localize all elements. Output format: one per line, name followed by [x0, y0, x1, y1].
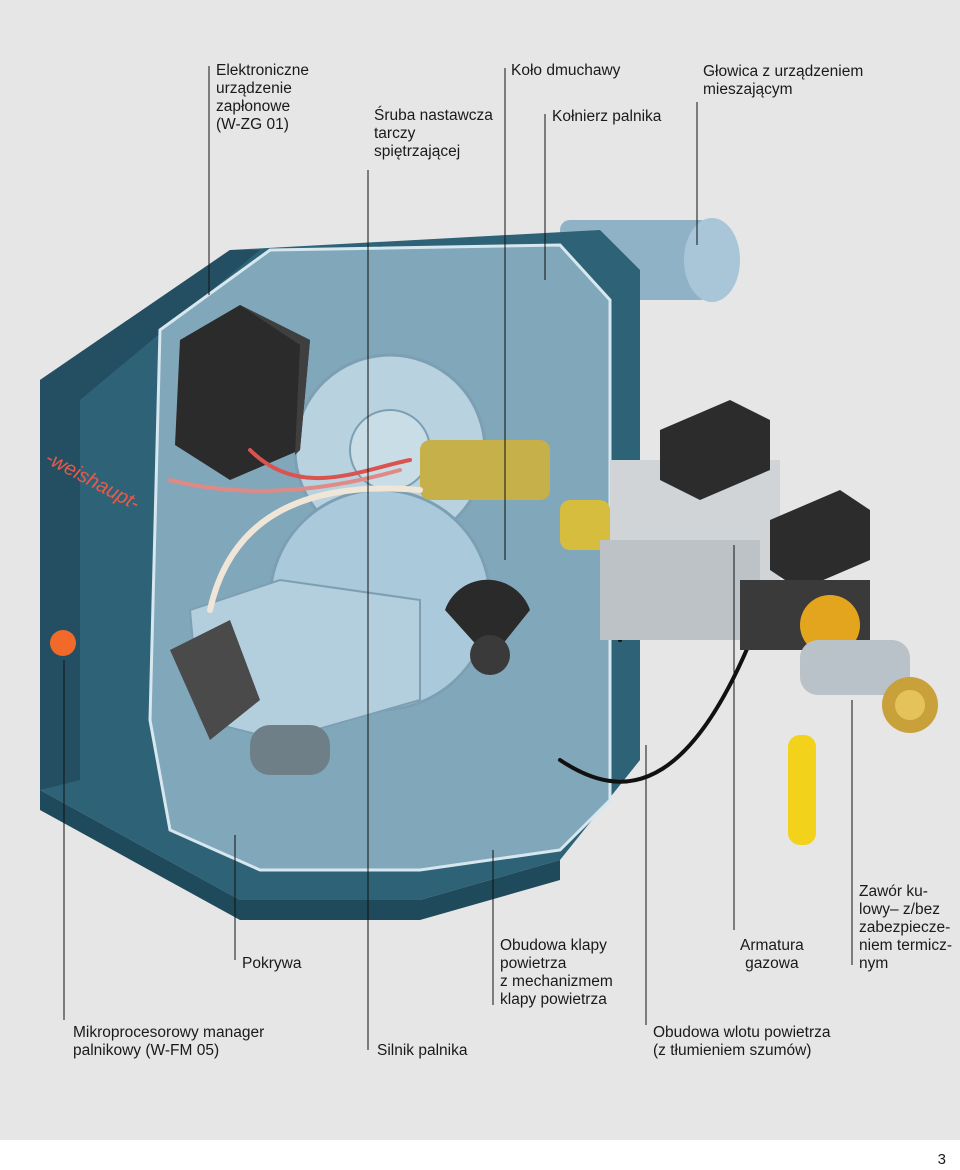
- label-manager: Mikroprocesorowy manager palnikowy (W-FM…: [73, 1024, 265, 1059]
- label-adjusting-screw: Śruba nastawcza tarczy spiętrzającej: [374, 107, 493, 160]
- label-burner-flange: Kołnierz palnika: [552, 108, 662, 125]
- label-motor: Silnik palnika: [377, 1042, 468, 1059]
- label-mixing-head: Głowica z urządzeniem mieszającym: [703, 63, 864, 98]
- label-air-damper-housing: Obudowa klapy powietrza z mechanizmem kl…: [500, 937, 613, 1008]
- label-ball-valve: Zawór ku- lowy– z/bez zabezpiecze- niem …: [859, 883, 953, 972]
- ignition-unit: [175, 305, 310, 480]
- burner-illustration: -weishaupt-: [40, 66, 938, 1050]
- ball-valve: [788, 640, 938, 845]
- leader-lines: [63, 66, 853, 1050]
- indicator-lamp: [50, 630, 76, 656]
- air-damper: [445, 579, 530, 675]
- label-air-inlet-housing: Obudowa wlotu powietrza (z tłumieniem sz…: [653, 1024, 831, 1059]
- burner-motor: [170, 578, 421, 775]
- page-number: 3: [937, 1151, 946, 1168]
- gas-valve: [600, 400, 870, 655]
- label-blower-wheel: Koło dmuchawy: [511, 62, 621, 79]
- label-ignition-unit: Elektroniczne urządzenie zapłonowe (W-ZG…: [216, 62, 310, 133]
- label-gas-valve: Armatura gazowa: [740, 937, 804, 972]
- label-cover: Pokrywa: [242, 955, 302, 972]
